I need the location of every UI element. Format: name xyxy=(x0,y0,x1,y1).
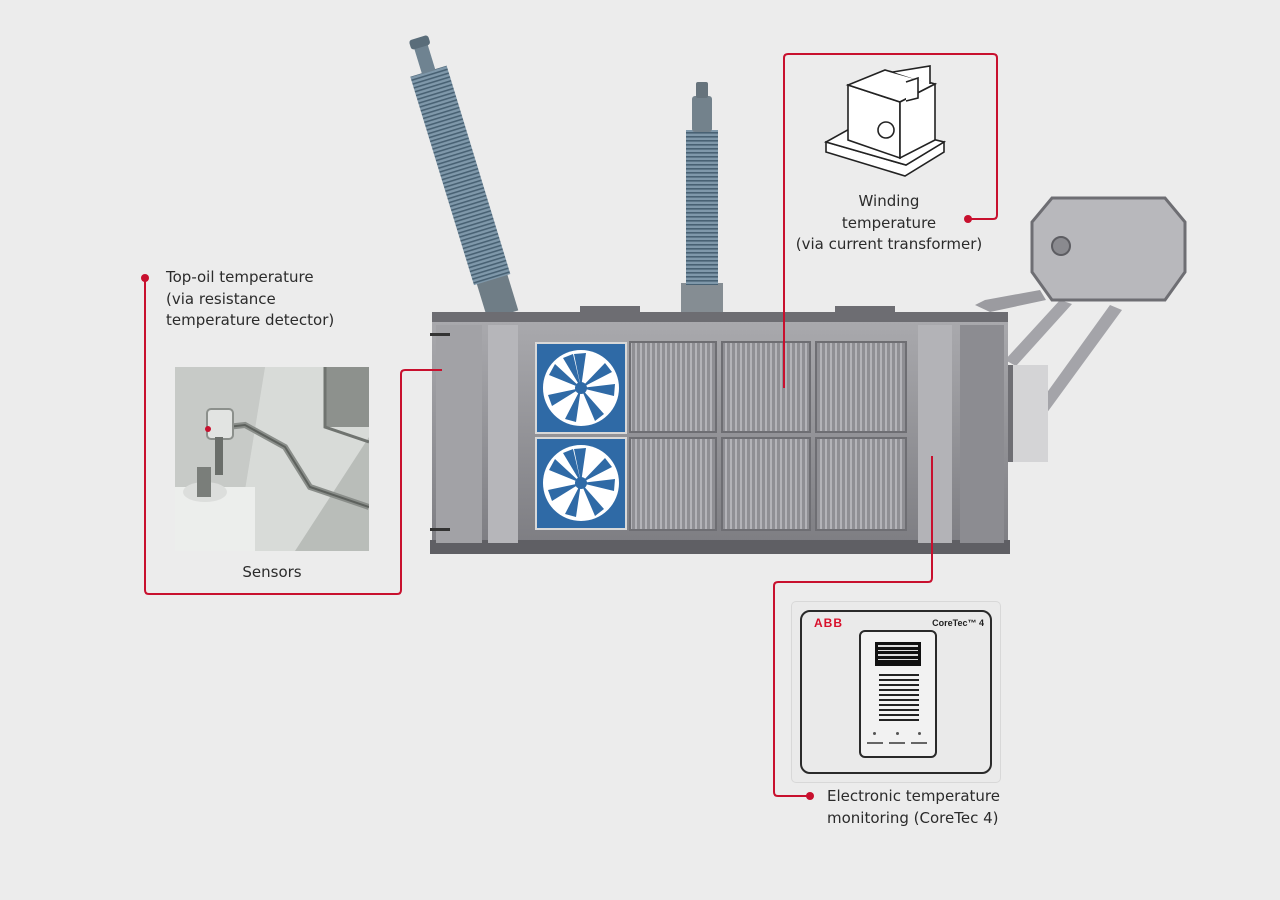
label-top-oil-temperature: Top-oil temperature (via resistance temp… xyxy=(166,267,334,332)
label-line: Top-oil temperature xyxy=(166,268,314,286)
transformer-tank xyxy=(430,306,1010,554)
conservator-tank xyxy=(975,196,1187,462)
device-speaker-grille xyxy=(879,674,919,724)
label-line: temperature xyxy=(841,213,937,232)
current-transformer-icon xyxy=(823,65,947,177)
label-line: temperature detector) xyxy=(166,311,335,329)
label-line: Winding xyxy=(858,192,920,210)
callout-dot-winding xyxy=(964,215,972,223)
device-model-name: CoreTec™ 4 xyxy=(932,618,984,628)
device-front-panel xyxy=(859,630,937,758)
label-line: (via current transformer) xyxy=(795,235,983,253)
label-winding-temperature: Winding temperature (via current transfo… xyxy=(788,191,990,256)
status-led xyxy=(918,732,921,735)
label-sensors: Sensors xyxy=(242,563,302,581)
low-voltage-bushing xyxy=(681,82,723,313)
status-led xyxy=(873,732,876,735)
device-frame xyxy=(800,610,992,774)
callout-dot-top-oil xyxy=(141,274,149,282)
coretec-monitor-device: ABB CoreTec™ 4 xyxy=(792,602,1000,782)
sensor-photo xyxy=(175,367,369,551)
fan-icon xyxy=(535,342,627,434)
callout-dot-monitoring xyxy=(806,792,814,800)
status-led xyxy=(896,732,899,735)
label-electronic-monitoring: Electronic temperature monitoring (CoreT… xyxy=(827,786,1000,829)
label-line: (via resistance xyxy=(166,289,276,308)
label-line: monitoring (CoreTec 4) xyxy=(827,808,999,827)
led-caption xyxy=(867,742,883,744)
radiator-banks xyxy=(629,341,907,531)
label-line: Electronic temperature xyxy=(827,787,1000,805)
abb-logo: ABB xyxy=(814,616,843,630)
high-voltage-bushing xyxy=(409,35,519,320)
led-caption xyxy=(889,742,905,744)
led-caption xyxy=(911,742,927,744)
callout-lines xyxy=(144,53,998,797)
temperature-sensor-icon xyxy=(175,367,369,551)
device-display xyxy=(875,642,921,666)
fan-icon xyxy=(535,437,627,530)
